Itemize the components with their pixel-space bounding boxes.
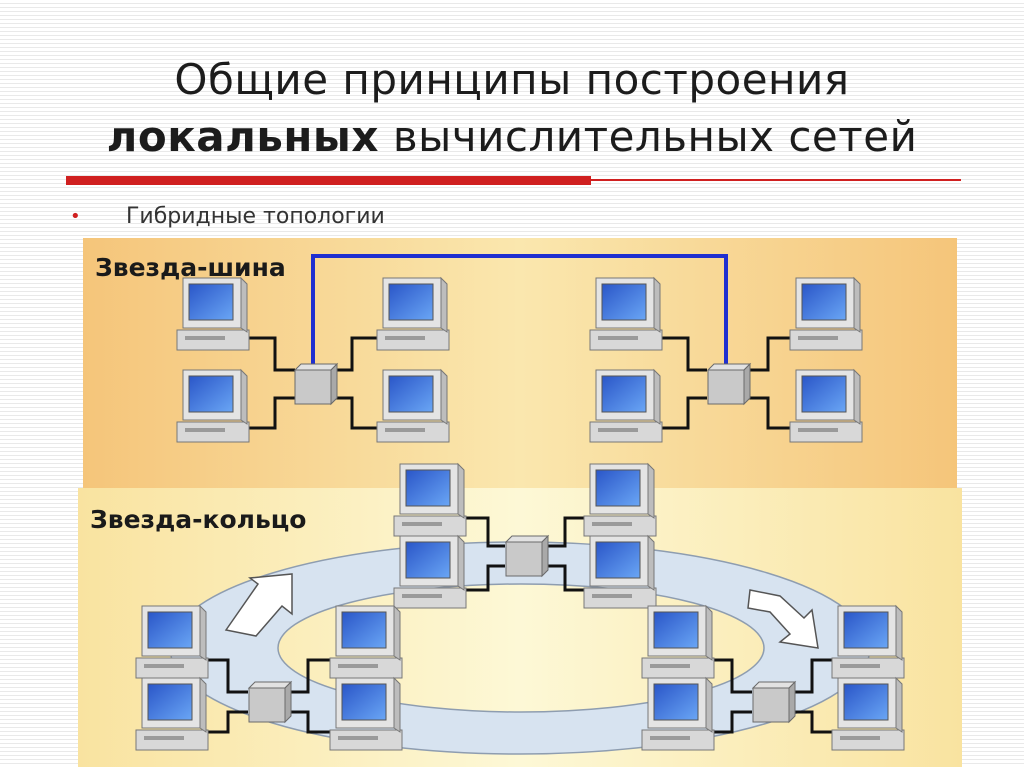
slide-title-rest: вычислительных сетей bbox=[379, 112, 918, 161]
star-bus-label: Звезда-шина bbox=[95, 253, 286, 282]
computer-icon bbox=[329, 677, 403, 751]
star-bus-wiring bbox=[245, 336, 795, 430]
computer-icon bbox=[135, 605, 209, 679]
computer-icon bbox=[831, 677, 905, 751]
star-ring-label: Звезда-кольцо bbox=[90, 505, 306, 534]
computer-icon bbox=[789, 369, 863, 443]
subtitle: Гибридные топологии bbox=[126, 204, 385, 229]
bullet-marker: • bbox=[70, 206, 81, 227]
slide-title-bold-word: локальных bbox=[106, 112, 379, 161]
bus-line bbox=[311, 254, 728, 370]
computer-icon bbox=[589, 277, 663, 351]
arrow-icon bbox=[747, 589, 819, 649]
slide-title-line2: локальных вычислительных сетей bbox=[0, 112, 1024, 161]
hub-icon bbox=[248, 681, 292, 723]
computer-icon bbox=[393, 463, 467, 537]
title-underline-bar bbox=[66, 176, 591, 185]
computer-icon bbox=[393, 535, 467, 609]
hub-icon bbox=[707, 363, 751, 405]
computer-icon bbox=[583, 463, 657, 537]
computer-icon bbox=[176, 369, 250, 443]
title-underline-line bbox=[591, 179, 961, 181]
hub-icon bbox=[294, 363, 338, 405]
computer-icon bbox=[329, 605, 403, 679]
computer-icon bbox=[376, 369, 450, 443]
hub-icon bbox=[752, 681, 796, 723]
computer-icon bbox=[589, 369, 663, 443]
hub-icon bbox=[505, 535, 549, 577]
computer-icon bbox=[831, 605, 905, 679]
computer-icon bbox=[135, 677, 209, 751]
computer-icon bbox=[376, 277, 450, 351]
computer-icon bbox=[583, 535, 657, 609]
star-ring-wiring bbox=[205, 516, 832, 734]
computer-icon bbox=[789, 277, 863, 351]
slide-title-line1: Общие принципы построения bbox=[174, 55, 850, 104]
computer-icon bbox=[641, 605, 715, 679]
computer-icon bbox=[641, 677, 715, 751]
arrow-icon bbox=[224, 573, 293, 637]
computer-icon bbox=[176, 277, 250, 351]
